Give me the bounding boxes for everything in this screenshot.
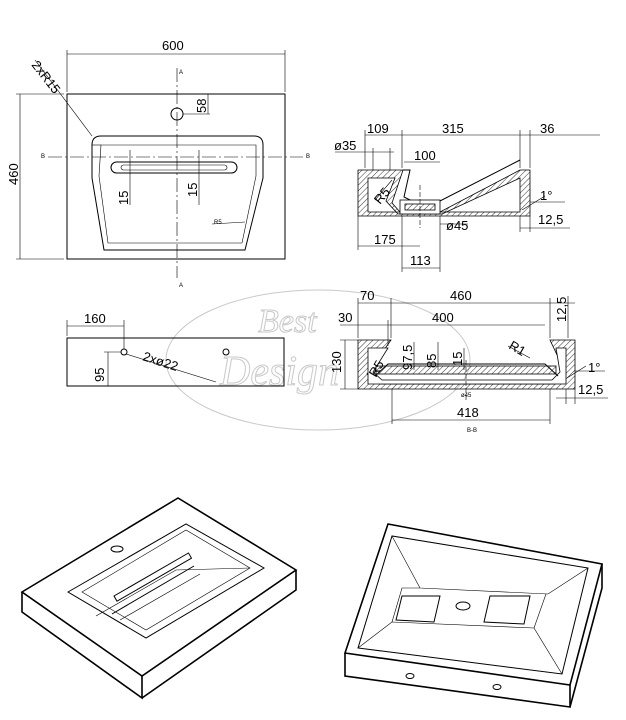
dim-12-5-b: 12,5 bbox=[578, 382, 603, 397]
section-b-left: B bbox=[41, 154, 45, 160]
dim-113: 113 bbox=[410, 253, 431, 268]
iso-overflow-2-icon bbox=[492, 684, 502, 690]
section-a-top: A bbox=[179, 70, 183, 76]
dim-30: 30 bbox=[338, 310, 352, 325]
dim-36: 36 bbox=[540, 121, 554, 136]
dim-400: 400 bbox=[432, 310, 454, 325]
dim-d45: ø45 bbox=[446, 218, 468, 233]
watermark-line2: Design bbox=[219, 349, 339, 395]
section-b-view: 70 460 12,5 30 400 130 R5 97,5 85 15 R1 … bbox=[329, 288, 608, 434]
dim-100: 100 bbox=[414, 148, 436, 163]
top-view: 600 460 2xR15 58 15 15 R5 A A B B bbox=[6, 38, 310, 289]
dim-95: 95 bbox=[92, 368, 107, 382]
dim-12-5: 12,5 bbox=[538, 212, 563, 227]
dim-460: 460 bbox=[6, 163, 21, 185]
dim-d45-b: ø45 bbox=[461, 393, 472, 399]
dim-460: 460 bbox=[450, 288, 472, 303]
iso-view-right bbox=[343, 523, 603, 708]
iso-view-left bbox=[20, 497, 298, 700]
dim-r1: R1 bbox=[507, 338, 529, 359]
dim-15-right: 15 bbox=[185, 183, 200, 197]
dim-12-5-top: 12,5 bbox=[554, 297, 569, 322]
iso-tap-hole-icon bbox=[110, 545, 124, 553]
dim-15: 15 bbox=[450, 352, 465, 366]
section-a-bottom: A bbox=[179, 283, 183, 289]
dim-r5: R5 bbox=[366, 358, 387, 380]
dim-58: 58 bbox=[194, 99, 209, 113]
dim-r5: R5 bbox=[214, 220, 222, 226]
dim-2xd22: 2xø22 bbox=[141, 349, 180, 374]
iso-overflow-1-icon bbox=[405, 673, 415, 679]
drain-hole-2-icon bbox=[222, 348, 230, 356]
dim-2xr15: 2xR15 bbox=[29, 58, 64, 97]
dim-418: 418 bbox=[457, 405, 479, 420]
dim-160: 160 bbox=[84, 311, 106, 326]
section-a-view: 109 315 36 ø35 100 R5 1° ø45 12,5 175 11… bbox=[334, 121, 600, 272]
section-b-right: B bbox=[306, 154, 310, 160]
watermark: Best Design bbox=[165, 289, 471, 431]
dim-600: 600 bbox=[162, 38, 184, 53]
section-b-label: B-B bbox=[467, 428, 477, 434]
dim-175: 175 bbox=[374, 232, 396, 247]
iso-drain-icon bbox=[455, 601, 471, 611]
dim-97-5: 97,5 bbox=[400, 345, 415, 370]
dim-70: 70 bbox=[360, 288, 374, 303]
dim-d35: ø35 bbox=[334, 138, 356, 153]
dim-130: 130 bbox=[329, 351, 344, 373]
dim-85: 85 bbox=[424, 354, 439, 368]
dim-angle: 1° bbox=[540, 188, 552, 203]
dim-315: 315 bbox=[442, 121, 464, 136]
watermark-line1: Best bbox=[258, 303, 318, 340]
dim-15-left: 15 bbox=[116, 191, 131, 205]
dim-angle-b: 1° bbox=[588, 360, 600, 375]
dim-109: 109 bbox=[367, 121, 389, 136]
